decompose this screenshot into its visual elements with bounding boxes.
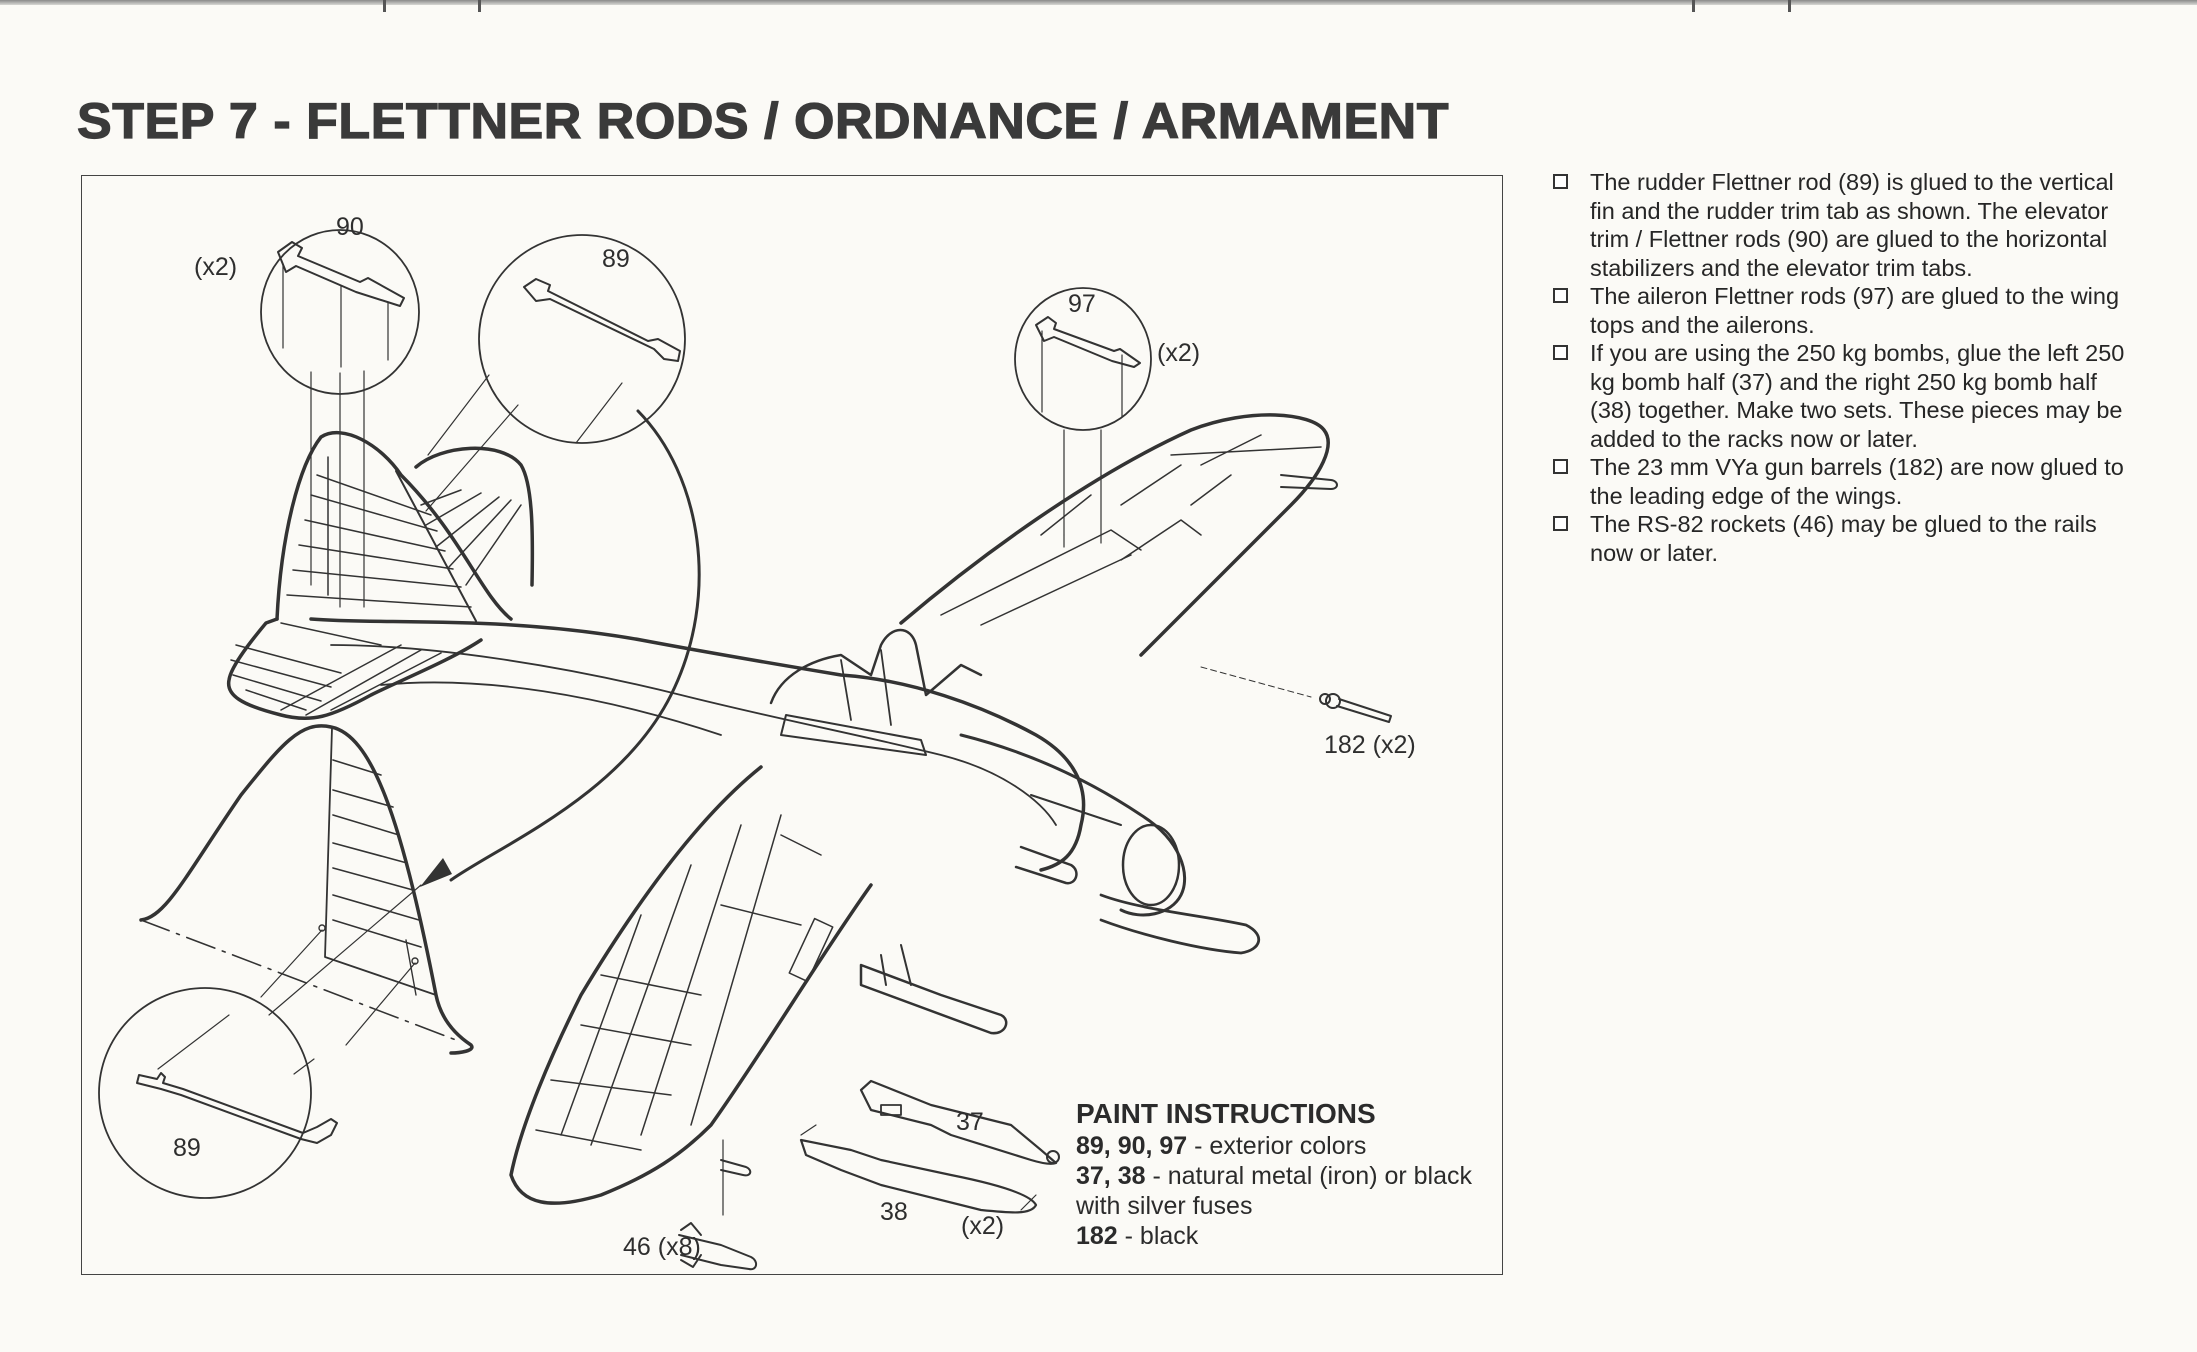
instruction-checkbox[interactable] — [1553, 459, 1568, 474]
diagram-frame — [81, 175, 1503, 1275]
detail-circle-89-rudder — [98, 884, 422, 1199]
bomb-icon — [799, 1079, 1060, 1214]
page-title: STEP 7 - FLETTNER RODS / ORDNANCE / ARMA… — [76, 92, 1450, 149]
rudder-detail — [139, 724, 474, 1055]
paint-item: 37, 38 - natural metal (iron) or black w… — [1076, 1161, 1496, 1221]
instruction-checkbox[interactable] — [1553, 288, 1568, 303]
paint-parts: 182 — [1076, 1222, 1118, 1250]
paint-item: 182 - black — [1076, 1221, 1496, 1251]
instruction-item: The 23 mm VYa gun barrels (182) are now … — [1550, 453, 2140, 510]
binder-clip — [383, 0, 386, 12]
detail-circle-89 — [425, 234, 686, 512]
callout-part-182: 182 (x2) — [1324, 731, 1416, 759]
paint-desc: - black — [1117, 1222, 1199, 1250]
callout-part-38: 38 — [880, 1198, 908, 1226]
detail-circle-90 — [260, 229, 420, 608]
callout-part-37: 37 — [956, 1108, 984, 1136]
page-top-edge — [0, 0, 2197, 5]
direction-arrow — [420, 409, 701, 887]
instruction-text: The aileron Flettner rods (97) are glued… — [1590, 283, 2120, 338]
instruction-item: The rudder Flettner rod (89) is glued to… — [1550, 168, 2140, 282]
rocket-icon — [678, 1139, 757, 1271]
callout-part-90: 90 — [336, 213, 364, 241]
callout-part-97: 97 — [1068, 290, 1096, 318]
gun-barrel-icon — [1319, 693, 1392, 723]
instruction-checkbox[interactable] — [1553, 516, 1568, 531]
instruction-text: The 23 mm VYa gun barrels (182) are now … — [1590, 454, 2124, 509]
paint-instructions: PAINT INSTRUCTIONS 89, 90, 97 - exterior… — [1076, 1097, 1496, 1251]
instruction-checklist: The rudder Flettner rod (89) is glued to… — [1550, 168, 2140, 567]
callout-part-46: 46 (x8) — [623, 1233, 701, 1261]
instruction-checkbox[interactable] — [1553, 174, 1568, 189]
paint-heading: PAINT INSTRUCTIONS — [1076, 1098, 1376, 1129]
instruction-checkbox[interactable] — [1553, 345, 1568, 360]
callout-part-90-qty: (x2) — [194, 253, 238, 281]
callout-bomb-qty: (x2) — [961, 1212, 1005, 1240]
binder-clip — [1692, 0, 1695, 12]
binder-clip — [478, 0, 481, 12]
instruction-item: The aileron Flettner rods (97) are glued… — [1550, 282, 2140, 339]
aircraft-illustration — [226, 413, 1338, 1205]
instruction-item: The RS-82 rockets (46) may be glued to t… — [1550, 510, 2140, 567]
paint-parts: 89, 90, 97 — [1076, 1132, 1188, 1160]
paint-desc: - exterior colors — [1187, 1132, 1367, 1160]
instruction-text: If you are using the 250 kg bombs, glue … — [1590, 340, 2125, 452]
binder-clip — [1788, 0, 1791, 12]
paint-item: 89, 90, 97 - exterior colors — [1076, 1131, 1496, 1161]
detail-circle-97 — [1014, 287, 1152, 544]
callout-part-89-detail: 89 — [173, 1134, 201, 1162]
instruction-item: If you are using the 250 kg bombs, glue … — [1550, 339, 2140, 453]
paint-parts: 37, 38 — [1076, 1162, 1146, 1190]
callout-part-97-qty: (x2) — [1157, 339, 1201, 367]
callout-part-89-top: 89 — [602, 245, 630, 273]
aircraft-diagram — [98, 229, 1392, 1271]
instruction-text: The rudder Flettner rod (89) is glued to… — [1590, 169, 2114, 281]
instruction-text: The RS-82 rockets (46) may be glued to t… — [1590, 511, 2097, 566]
paint-desc: - natural metal (iron) or black with sil… — [1076, 1162, 1473, 1220]
